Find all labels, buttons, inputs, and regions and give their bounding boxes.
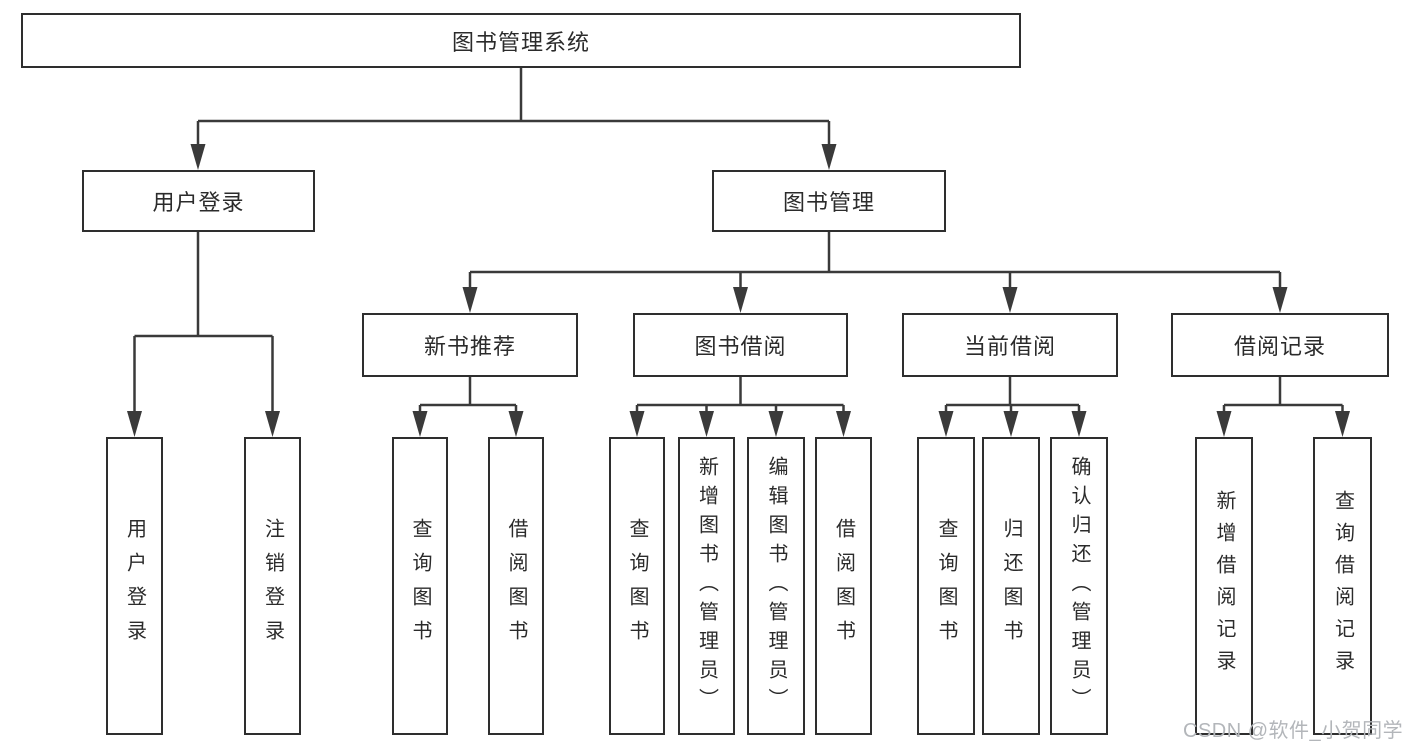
leaf-confirm-return-admin: 确认归还（管理员） bbox=[1050, 437, 1108, 735]
connector-currentborrow-to-leaves bbox=[944, 377, 1081, 415]
leaf-query-books-borrow: 查询图书 bbox=[609, 437, 665, 735]
leaf-add-book-admin: 新增图书（管理员） bbox=[678, 437, 735, 735]
csdn-watermark: CSDN @软件_小贺同学 bbox=[1183, 720, 1404, 742]
leaf-borrow-books: 借阅图书 bbox=[815, 437, 872, 735]
leaf-borrow-books-recommend: 借阅图书 bbox=[488, 437, 544, 735]
node-current-borrow: 当前借阅 bbox=[902, 313, 1118, 377]
connector-userlogin-to-leaves bbox=[133, 232, 274, 415]
leaf-user-login: 用户登录 bbox=[106, 437, 163, 735]
leaf-query-books-current: 查询图书 bbox=[917, 437, 975, 735]
leaf-add-borrow-record: 新增借阅记录 bbox=[1195, 437, 1253, 735]
connector-bookmgmt-to-level3 bbox=[468, 232, 1282, 291]
leaf-edit-book-admin: 编辑图书（管理员） bbox=[747, 437, 805, 735]
arrowheads bbox=[127, 144, 1350, 437]
connector-newbook-to-leaves bbox=[418, 377, 518, 415]
node-new-book-recommend: 新书推荐 bbox=[362, 313, 578, 377]
leaf-return-book: 归还图书 bbox=[982, 437, 1040, 735]
node-borrow-records: 借阅记录 bbox=[1171, 313, 1389, 377]
node-library-system: 图书管理系统 bbox=[21, 13, 1021, 68]
connector-root-to-level2 bbox=[196, 68, 831, 149]
node-book-borrow: 图书借阅 bbox=[633, 313, 848, 377]
leaf-logout: 注销登录 bbox=[244, 437, 301, 735]
leaf-query-borrow-record: 查询借阅记录 bbox=[1313, 437, 1372, 735]
leaf-query-books-recommend: 查询图书 bbox=[392, 437, 448, 735]
connector-records-to-leaves bbox=[1222, 377, 1344, 415]
node-user-login: 用户登录 bbox=[82, 170, 315, 232]
connector-bookborrow-to-leaves bbox=[635, 377, 845, 415]
node-book-management: 图书管理 bbox=[712, 170, 946, 232]
